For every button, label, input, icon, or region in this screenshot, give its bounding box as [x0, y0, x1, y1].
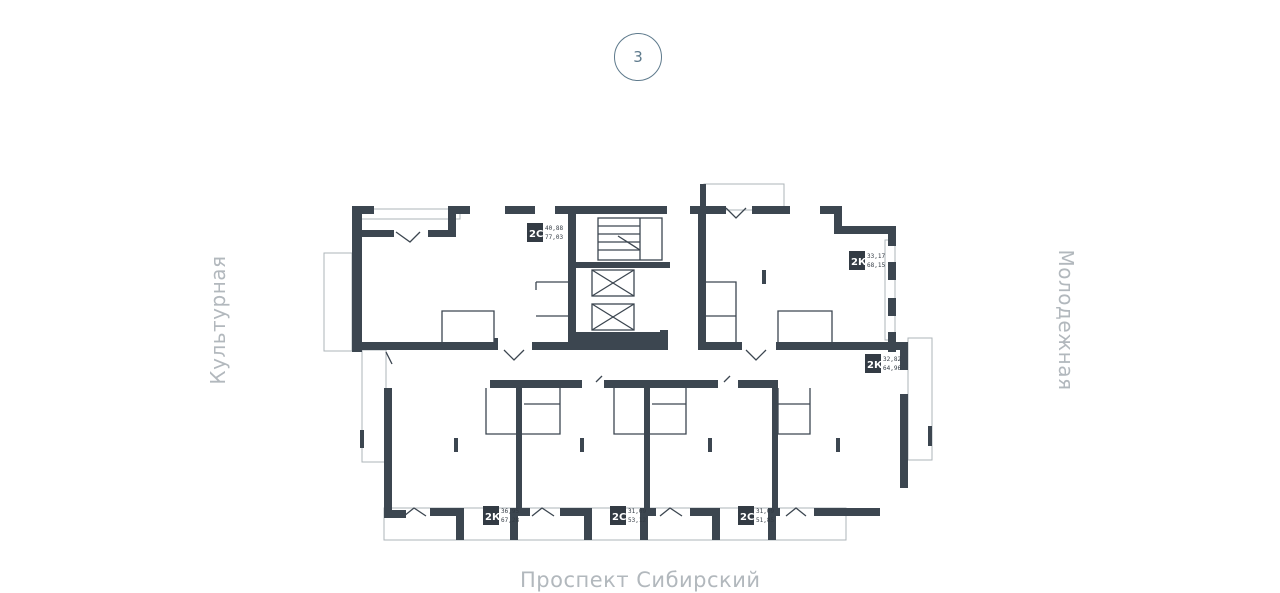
apartment-living-area: 31,09	[756, 508, 774, 515]
apartment-tag[interactable]: 2К 33,17 68,15	[849, 251, 885, 270]
apartment-total-area: 77,03	[545, 234, 563, 241]
apartment-type: 2С	[740, 512, 754, 523]
apartment-type: 2С	[529, 229, 543, 240]
street-label-east: Молодежная	[1054, 249, 1078, 391]
apartment-type: 2С	[612, 512, 626, 523]
apartment-living-area: 36,95	[501, 508, 519, 515]
interior-walls	[360, 206, 840, 514]
apartment-living-area: 31,09	[628, 508, 646, 515]
apartment-tag[interactable]: 2С 31,09 53,12	[610, 506, 646, 525]
apartment-tag[interactable]: 2С 40,88 77,03	[527, 223, 563, 242]
apartment-total-area: 53,12	[628, 517, 646, 524]
apartment-total-area: 51,85	[756, 517, 774, 524]
outer-walls	[352, 184, 932, 540]
stair-lift-core	[591, 217, 663, 331]
apartment-tag[interactable]: 2К 36,95 67,28	[483, 506, 519, 525]
apartment-living-area: 33,17	[867, 253, 885, 260]
apartment-type: 2К	[867, 360, 883, 371]
apartment-tag[interactable]: 2К 32,82 64,96	[865, 354, 901, 373]
apartment-tag[interactable]: 2С 31,09 51,85	[738, 506, 774, 525]
apartment-total-area: 67,28	[501, 517, 519, 524]
apartment-type: 2К	[485, 512, 501, 523]
partitions	[385, 207, 833, 517]
apartment-living-area: 40,88	[545, 225, 563, 232]
apartment-living-area: 32,82	[883, 356, 901, 363]
street-label-south: Проспект Сибирский	[520, 568, 761, 592]
apartment-total-area: 68,15	[867, 262, 885, 269]
section-number-badge[interactable]: 3	[614, 33, 662, 81]
apartment-type: 2К	[851, 257, 867, 268]
street-label-west: Культурная	[206, 255, 230, 385]
apartment-total-area: 64,96	[883, 365, 901, 372]
